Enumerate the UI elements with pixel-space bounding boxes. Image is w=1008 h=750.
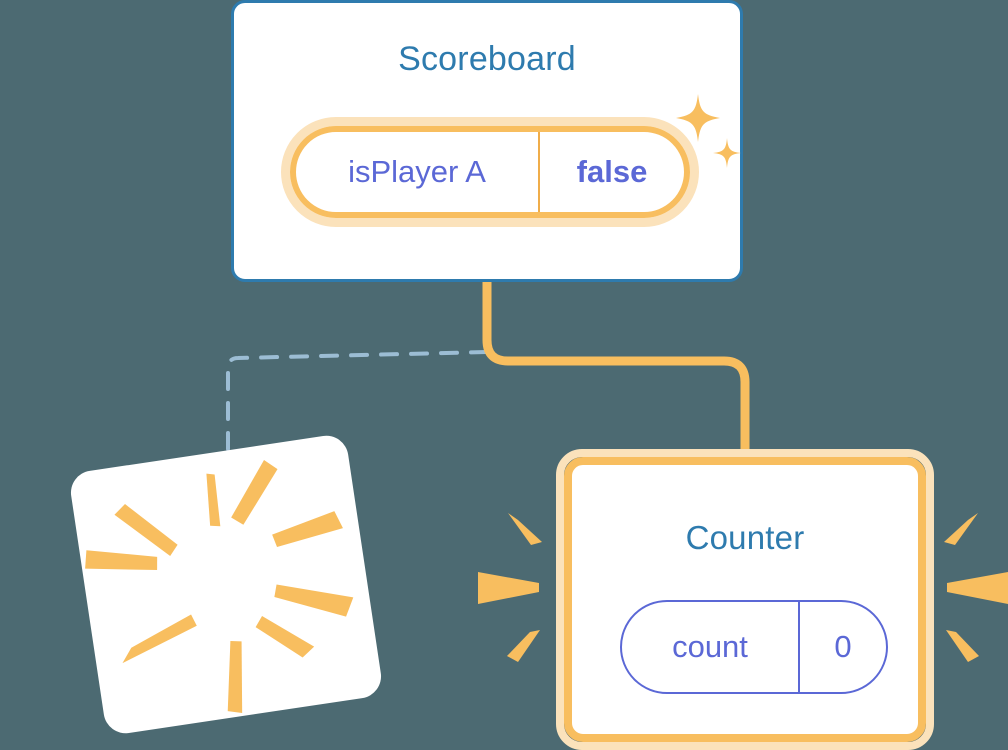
flash-card[interactable]: [67, 432, 385, 737]
burst-ray-left-top-icon: [508, 513, 542, 545]
scoreboard-state-key: isPlayer A: [348, 154, 486, 189]
flash-ray-group: [85, 460, 354, 714]
counter-title: Counter: [685, 519, 805, 556]
sparkle-group: [676, 94, 741, 168]
pill-divider: [798, 602, 800, 692]
sparkle-small-icon: [713, 138, 741, 168]
flash-ray-ne-icon: [231, 460, 278, 525]
counter-state-key: count: [672, 629, 748, 664]
counter-state-pill[interactable]: count 0: [620, 600, 888, 694]
burst-ray-left-mid-icon: [478, 572, 539, 604]
scoreboard-title: Scoreboard: [398, 40, 576, 78]
pill-body: isPlayer A false: [290, 126, 690, 218]
counter-state-value: 0: [834, 629, 852, 664]
burst-ray-right-top-icon: [944, 513, 978, 545]
flash-ray-w-icon: [85, 550, 158, 571]
pill-divider: [538, 132, 540, 212]
flash-ray-e-lower-icon: [274, 584, 354, 617]
scoreboard-state-pill[interactable]: isPlayer A false: [281, 117, 699, 227]
flash-ray-se-icon: [255, 616, 315, 658]
burst-ray-right-mid-icon: [947, 572, 1008, 604]
sparkle-large-icon: [676, 94, 720, 142]
scoreboard-card[interactable]: Scoreboard isPlayer A false: [231, 0, 743, 282]
flash-ray-sw-icon: [122, 614, 197, 664]
flash-ray-n-icon: [206, 473, 221, 527]
counter-card[interactable]: Counter count 0: [556, 449, 934, 750]
flash-ray-s-icon: [227, 640, 243, 714]
flash-ray-e-upper-icon: [272, 511, 343, 548]
burst-ray-right-bottom-icon: [946, 630, 979, 662]
counter-burst-right: [944, 513, 1008, 662]
scoreboard-state-value: false: [576, 154, 648, 189]
flash-ray-nw-icon: [114, 504, 178, 556]
burst-ray-left-bottom-icon: [507, 630, 540, 662]
pill-highlight-halo: [281, 117, 699, 227]
orange-connector-to-counter: [482, 280, 750, 470]
counter-card-inner: Counter count 0: [564, 457, 926, 742]
counter-burst-left: [478, 513, 542, 662]
